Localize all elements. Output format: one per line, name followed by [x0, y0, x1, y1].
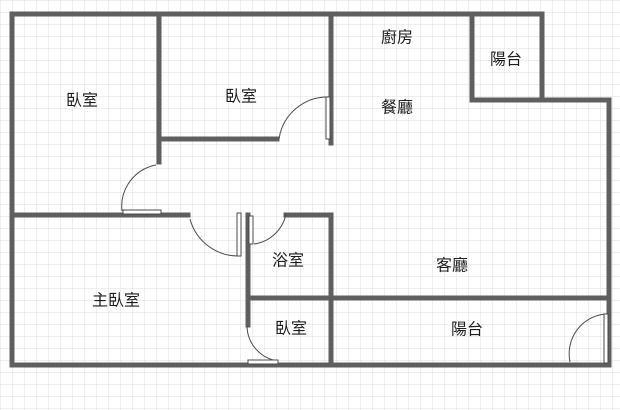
room-label-master-bedroom: 主臥室	[92, 291, 140, 310]
walls	[9, 11, 612, 368]
room-labels: 臥室 臥室 廚房 陽台 餐廳 客廳 浴室 主臥室 臥室 陽台	[66, 28, 522, 339]
room-label-balcony-south: 陽台	[451, 320, 483, 339]
room-label-living: 客廳	[436, 256, 468, 275]
door-bathroom	[248, 213, 287, 245]
room-label-bedroom-nw: 臥室	[66, 91, 98, 110]
wall-balcony-ne	[469, 11, 545, 103]
room-label-bedroom-north: 臥室	[225, 87, 257, 106]
door-bedroom-north	[278, 96, 331, 140]
door-bedroom-small	[246, 325, 279, 365]
door-balcony-south	[568, 313, 609, 364]
room-label-bathroom: 浴室	[272, 251, 304, 270]
door-bedroom-nw	[121, 164, 162, 215]
room-label-balcony-ne: 陽台	[490, 50, 522, 69]
door-master	[189, 212, 242, 257]
outer-wall	[9, 11, 612, 368]
room-label-bedroom-small: 臥室	[275, 319, 307, 338]
room-label-kitchen: 廚房	[381, 28, 413, 47]
room-label-dining: 餐廳	[381, 98, 413, 117]
